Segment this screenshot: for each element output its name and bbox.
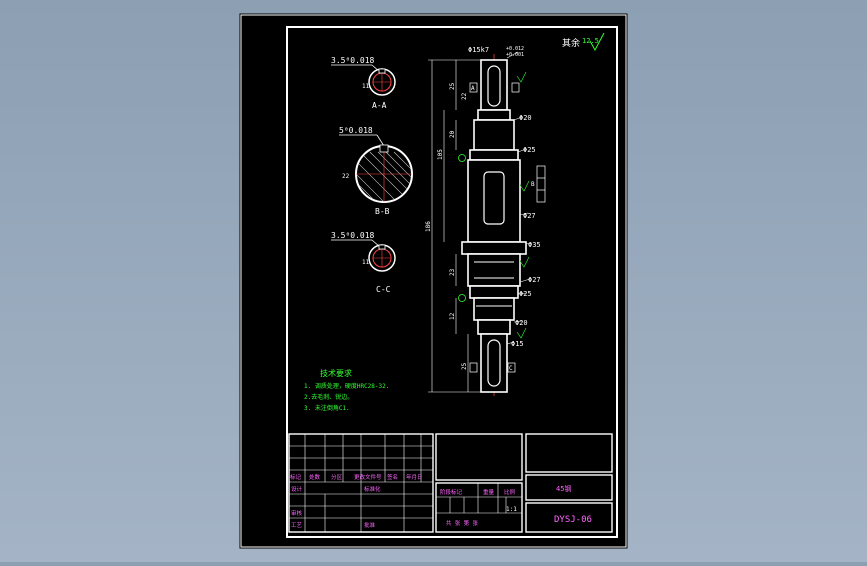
left-dimension-lines xyxy=(428,59,482,393)
section-b-keyway-label: 5⁰0.018 xyxy=(339,126,373,135)
tb-weight-label: 重量 xyxy=(483,488,495,496)
tb-scale-value: 1:1 xyxy=(506,506,517,513)
shaft-segment-bottom-d15 xyxy=(480,333,508,393)
diameter-leaders xyxy=(506,51,533,345)
tb-header-sign: 签名 xyxy=(387,473,398,481)
surface-finish-marks xyxy=(516,71,530,339)
keyway-mid xyxy=(483,171,505,225)
tb-header-date: 年月日 xyxy=(406,473,423,481)
tech-item-1: 1. 调质处理，硬度HRC28-32. xyxy=(304,382,389,390)
keyway-bottom xyxy=(487,339,501,387)
dia-27-top: Φ27 xyxy=(523,212,536,220)
section-a-keyway-label: 3.5⁰0.018 xyxy=(331,56,375,65)
dim-seg-4: 12 xyxy=(449,312,456,320)
dia-25-bottom: Φ25 xyxy=(519,290,532,298)
section-mark-a: A xyxy=(471,85,475,92)
dim-total-length: 186 xyxy=(425,221,432,232)
section-c-title: C-C xyxy=(376,285,391,294)
section-c-depth: 11 xyxy=(362,259,370,266)
section-a-title: A-A xyxy=(372,101,387,110)
dim-seg-3: 23 xyxy=(449,268,456,276)
shaft-main-view xyxy=(461,54,527,396)
section-c-keyway-label: 3.5⁰0.018 xyxy=(331,231,375,240)
tb-stage-label: 阶段标记 xyxy=(440,488,463,496)
tb-header-mark: 标记 xyxy=(290,473,302,481)
section-mark-c: C xyxy=(509,365,513,372)
dia-20-bottom: Φ20 xyxy=(515,319,528,327)
datum-marker-1 xyxy=(458,154,466,162)
shaft-segment-d27-bottom xyxy=(467,253,521,287)
sheet-inner-frame xyxy=(286,26,618,538)
tb-designer-label: 设计 xyxy=(291,485,303,493)
dia-15-bottom: Φ15 xyxy=(511,340,524,348)
tolerance-lower: +0.001 xyxy=(506,52,524,58)
roughness-symbol-icon xyxy=(589,32,605,52)
section-a-depth: 11 xyxy=(362,83,370,90)
datum-marker-2 xyxy=(458,294,466,302)
shaft-segment-d20-bottom xyxy=(473,297,515,321)
dim-seg-2: 20 xyxy=(449,130,456,138)
tb-scale-label: 比例 xyxy=(504,488,516,496)
section-c-c: 3.5⁰0.018 11 C-C xyxy=(331,231,396,294)
dim-seg-6: 22 xyxy=(461,92,468,100)
shaft-segment-d20 xyxy=(473,119,515,151)
dia-27-bottom: Φ27 xyxy=(528,276,541,284)
tb-approve-label: 批准 xyxy=(364,521,376,529)
dim-mid-length: 105 xyxy=(437,149,444,160)
shaft-segment-top-d15 xyxy=(480,59,508,111)
tech-item-3: 3. 未注倒角C1. xyxy=(304,404,350,412)
tech-requirements-title: 技术要求 xyxy=(320,368,352,378)
dia-25-top: Φ25 xyxy=(523,146,536,154)
roughness-label: 其余 xyxy=(562,37,580,49)
tb-sheet-info: 共 张 第 张 xyxy=(446,519,478,527)
shaft-segment-d27 xyxy=(467,159,521,243)
gdt-frame xyxy=(536,165,546,203)
title-block: 标记 处数 分区 更改文件号 签名 年月日 设计 标准化 审核 工艺 批准 阶段… xyxy=(288,433,613,533)
tb-header-count: 处数 xyxy=(309,473,321,481)
tb-process-label: 工艺 xyxy=(291,522,303,529)
tb-header-change: 更改文件号 xyxy=(354,473,382,481)
section-mark-b: B xyxy=(531,181,535,188)
dia-35: Φ35 xyxy=(528,241,541,249)
title-block-grid xyxy=(289,434,522,533)
dia-top-label: Φ15k7 xyxy=(468,46,489,54)
tb-review-label: 审核 xyxy=(291,509,303,517)
shaft-shoulder-d35 xyxy=(461,241,527,255)
shaft-segment-d25 xyxy=(469,149,519,161)
dim-seg-1: 25 xyxy=(449,82,456,90)
tb-drawing-number: DYSJ-06 xyxy=(554,515,592,525)
section-b-title: B-B xyxy=(375,207,390,216)
tech-item-2: 2.去毛刺、锐边。 xyxy=(304,393,353,401)
tb-header-zone: 分区 xyxy=(331,473,343,481)
dim-seg-5: 25 xyxy=(461,362,468,370)
tb-material: 45钢 xyxy=(556,484,571,493)
section-b-b: 5⁰0.018 22 B-B xyxy=(339,126,413,216)
tolerance-upper: +0.012 xyxy=(506,46,524,52)
dia-20-top: Φ20 xyxy=(519,114,532,122)
section-b-depth: 22 xyxy=(342,173,350,180)
sheet-outer-border xyxy=(240,14,627,548)
tb-standard-label: 标准化 xyxy=(364,485,381,493)
section-a-a: 3.5⁰0.018 11 A-A xyxy=(331,56,396,110)
keyway-top xyxy=(487,65,501,107)
section-marks xyxy=(469,82,520,373)
